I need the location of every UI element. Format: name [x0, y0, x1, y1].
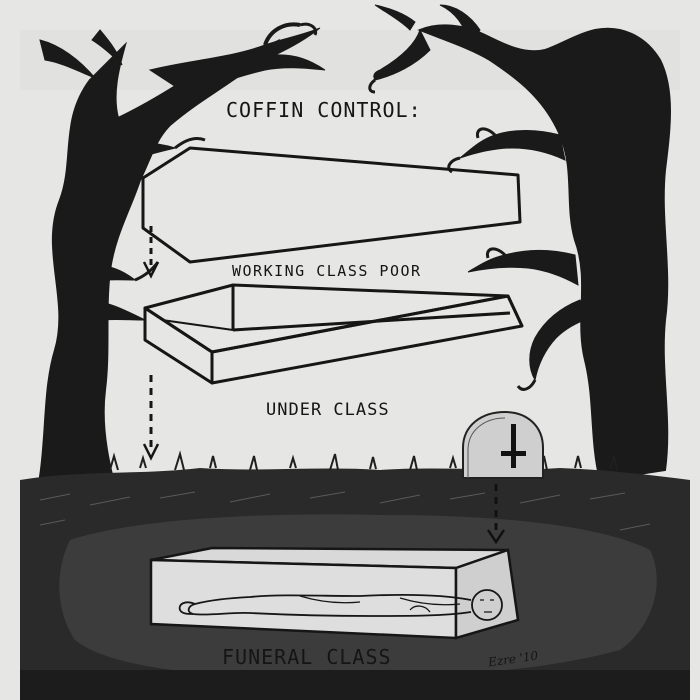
arrow-working-class	[142, 226, 160, 279]
gnarled-tree-left-icon	[28, 22, 326, 522]
coffin-box-perspective	[143, 283, 524, 385]
coffin-outline-flat	[141, 146, 522, 264]
page-title: COFFIN CONTROL:	[226, 98, 422, 122]
working-class-label: WORKING CLASS POOR	[232, 262, 422, 280]
tombstone-arrow	[486, 484, 506, 545]
buried-coffin	[149, 546, 520, 640]
corpse-icon	[178, 589, 503, 621]
arrow-under-class	[142, 375, 160, 461]
inverted-cross-tombstone-icon	[462, 410, 544, 479]
funeral-class-label: FUNERAL CLASS	[222, 645, 392, 669]
under-class-label: UNDER CLASS	[266, 400, 390, 420]
gnarled-tree-right-icon	[368, 4, 671, 482]
